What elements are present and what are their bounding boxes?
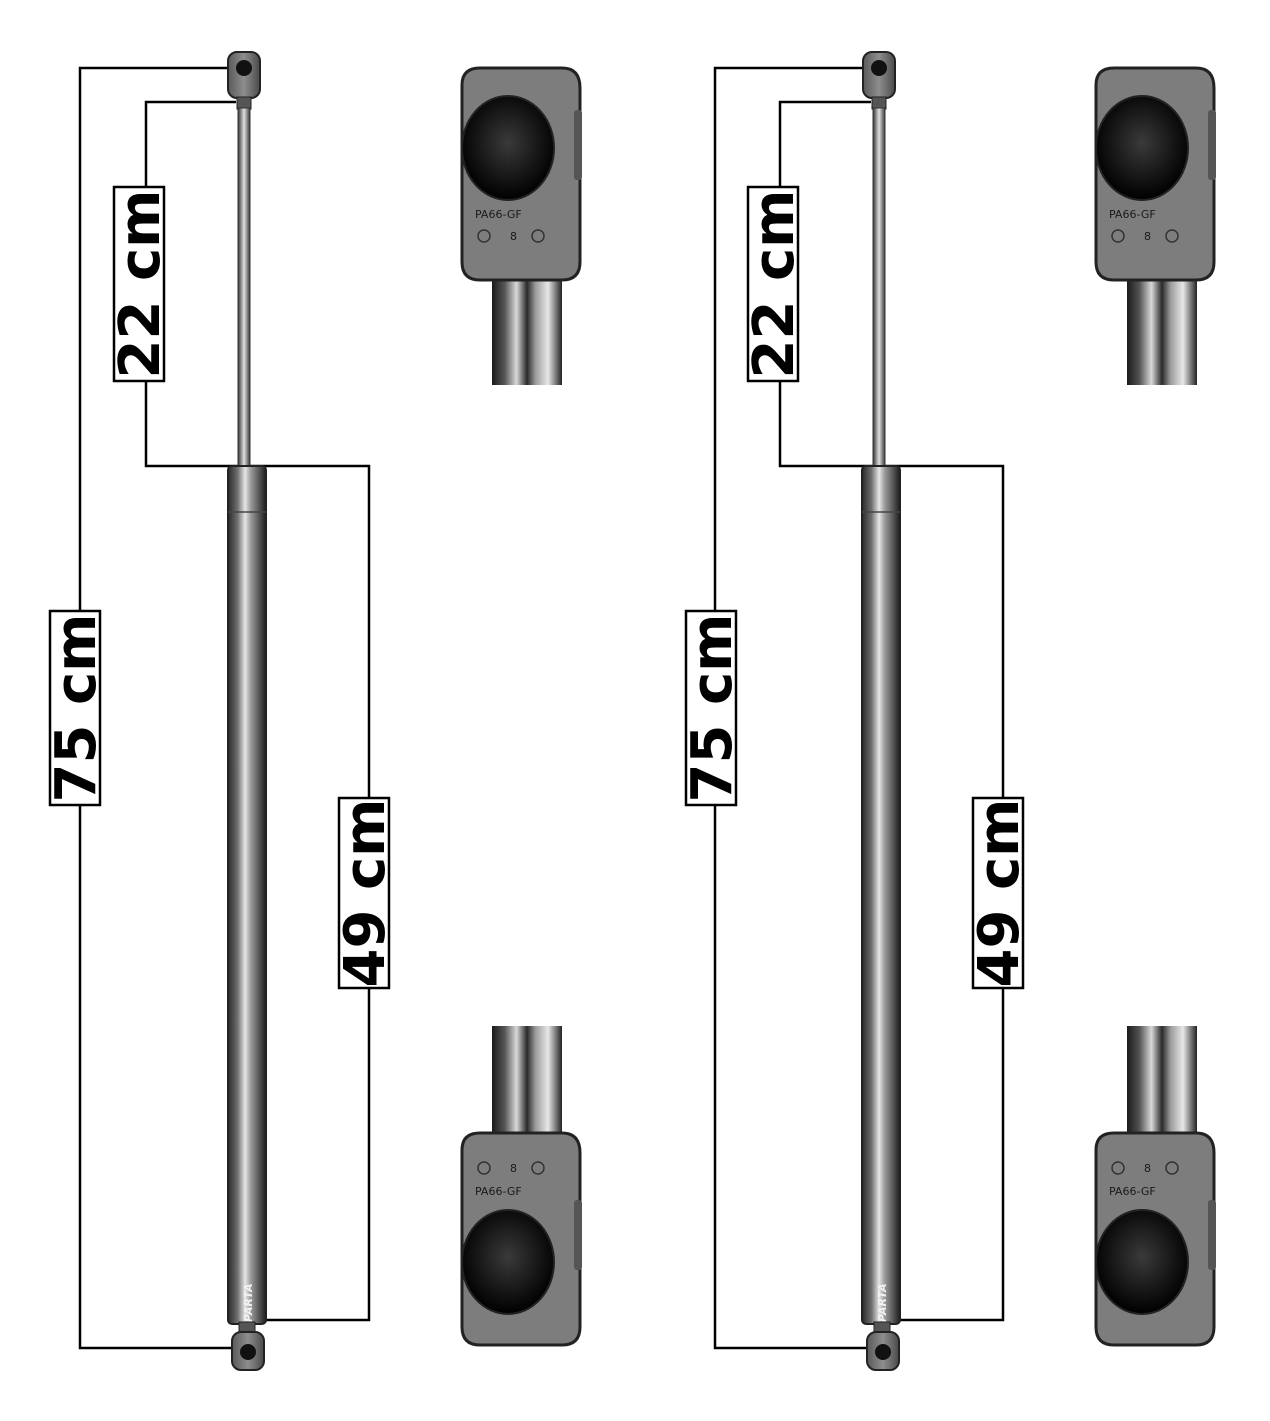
svg-text:22 cm: 22 cm (108, 190, 173, 379)
fitting-closeup-bottom-right: 8 PA66-GF (1094, 1026, 1216, 1347)
brand-label-right: SPARTA (876, 1283, 889, 1330)
strut-assembly-left: SPARTA 22 cm 75 cm 49 cm (44, 51, 398, 1371)
total-length-label-right: 75 cm (680, 609, 745, 807)
cylinder-left (227, 465, 267, 1325)
piston-rod-right (872, 107, 886, 471)
svg-text:PA66-GF: PA66-GF (475, 208, 522, 221)
svg-text:49 cm: 49 cm (333, 799, 398, 988)
bottom-eyelet-left (231, 1321, 265, 1371)
fitting-closeup-bottom-left: 8 PA66-GF (460, 1026, 582, 1347)
body-length-label-right: 49 cm (967, 796, 1032, 990)
cylinder-right (861, 465, 901, 1325)
rod-length-label-left: 22 cm (108, 185, 173, 383)
svg-text:PA66-GF: PA66-GF (475, 1185, 522, 1198)
body-length-label-left: 49 cm (333, 796, 398, 990)
strut-assembly-right: SPARTA 22 cm 75 cm 49 cm (680, 51, 1032, 1371)
svg-text:75 cm: 75 cm (44, 614, 109, 803)
svg-text:PA66-GF: PA66-GF (1109, 1185, 1156, 1198)
svg-text:PA66-GF: PA66-GF (1109, 208, 1156, 221)
total-length-label-left: 75 cm (44, 609, 109, 807)
svg-text:75 cm: 75 cm (680, 614, 745, 803)
svg-text:49 cm: 49 cm (967, 799, 1032, 988)
rod-length-label-right: 22 cm (742, 185, 807, 383)
svg-text:8: 8 (1144, 230, 1151, 243)
svg-text:8: 8 (510, 230, 517, 243)
fitting-closeup-top-left: PA66-GF 8 (460, 66, 582, 385)
top-eyelet-right (862, 51, 896, 110)
fitting-closeup-top-right: PA66-GF 8 (1094, 66, 1216, 385)
svg-text:8: 8 (1144, 1162, 1151, 1175)
brand-label-left: SPARTA (242, 1283, 255, 1330)
piston-rod-left (237, 107, 251, 471)
bottom-eyelet-right (866, 1321, 900, 1371)
top-eyelet-left (227, 51, 261, 110)
svg-text:22 cm: 22 cm (742, 190, 807, 379)
svg-text:8: 8 (510, 1162, 517, 1175)
